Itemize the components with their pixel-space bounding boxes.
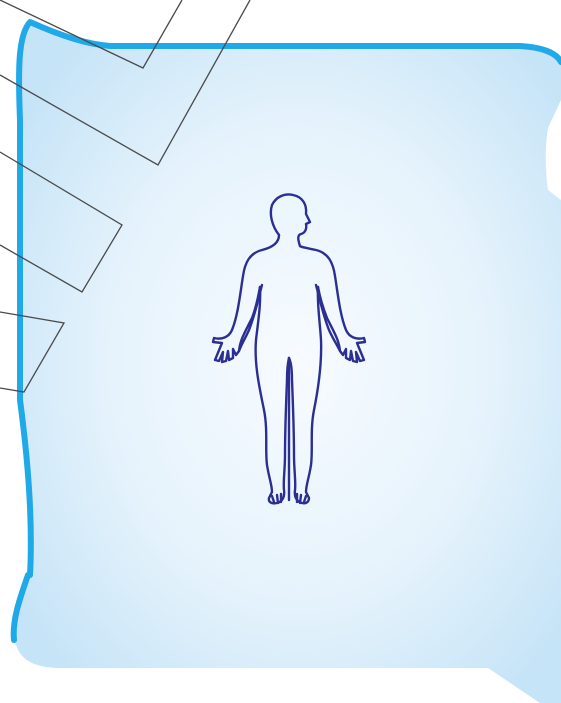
illustration-svg (0, 0, 561, 703)
illustration-canvas (0, 0, 561, 703)
